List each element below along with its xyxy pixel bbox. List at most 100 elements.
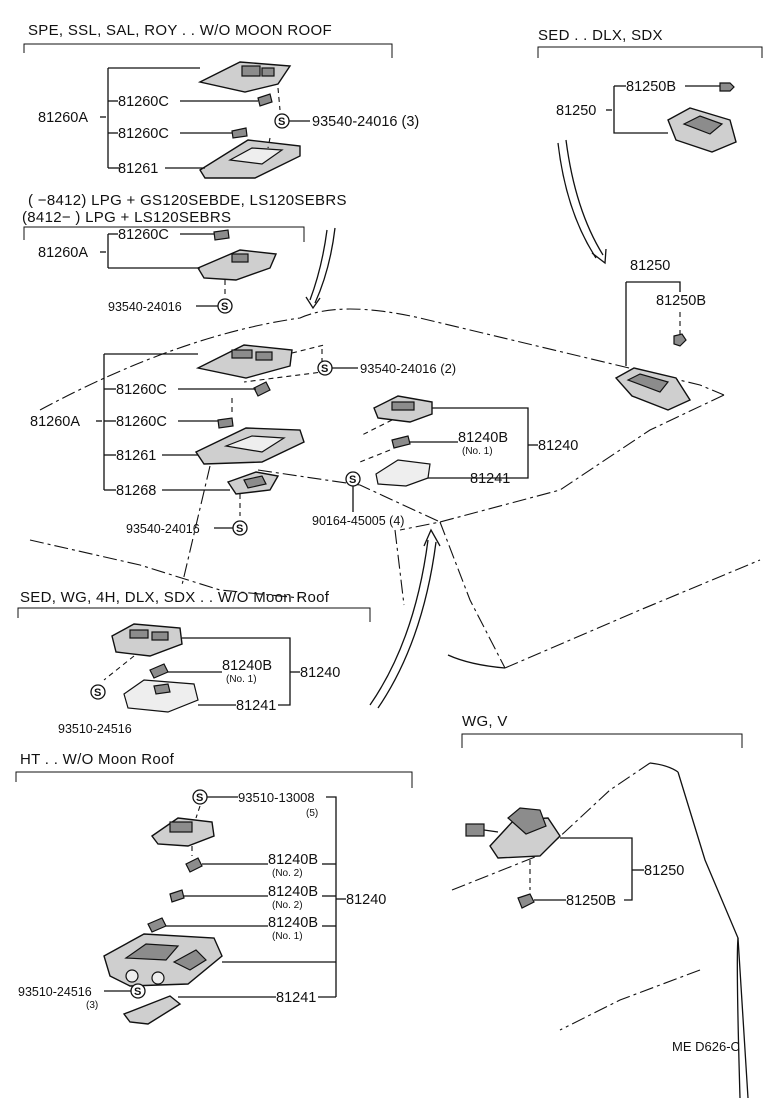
label-93540-24016: 93540-24016	[126, 522, 200, 536]
label-81240B: 81240B	[268, 884, 318, 900]
bulb-81250B	[517, 893, 535, 909]
label-81240B: 81240B	[268, 852, 318, 868]
label-90164-45005-4: 90164-45005 (4)	[312, 514, 404, 528]
svg-text:S: S	[221, 301, 228, 313]
label-81240B: 81240B	[222, 658, 272, 674]
lens-81241	[123, 679, 199, 713]
screw-symbol: S	[317, 360, 333, 376]
section-81260A-roof: 81260A 81260C 81260C 81261 81268 S 93540…	[30, 344, 456, 586]
svg-text:S: S	[321, 363, 328, 375]
label-81260C: 81260C	[118, 126, 169, 142]
svg-text:S: S	[134, 986, 141, 998]
label-81240: 81240	[538, 438, 578, 454]
label-81260A: 81260A	[38, 110, 88, 126]
label-93540-24016-2: 93540-24016 (2)	[360, 361, 456, 376]
section-lpg: ( −8412) LPG + GS120SEBDE, LS120SEBRS (8…	[22, 192, 347, 314]
bulb-81240B-no2-b	[169, 889, 185, 903]
section-spe: SPE, SSL, SAL, ROY . . W/O MOON ROOF 812…	[23, 22, 419, 179]
diagram-code: ME D626-C	[672, 1039, 740, 1054]
lens-81241	[375, 459, 431, 487]
lens-81241	[122, 995, 182, 1025]
label-no2: (No. 2)	[272, 868, 303, 879]
svg-text:S: S	[349, 474, 356, 486]
svg-text:S: S	[278, 116, 285, 128]
section-wg-v: WG, V 81250 81250B	[461, 713, 743, 909]
section-sed-dlx: SED . . DLX, SDX 81250B 81250	[537, 27, 763, 153]
label-81240B: 81240B	[458, 430, 508, 446]
bulb-81250B	[719, 82, 735, 92]
roof-outline	[29, 308, 761, 669]
label-93510-24516: 93510-24516	[58, 722, 132, 736]
label-81250B: 81250B	[656, 293, 706, 309]
label-81250: 81250	[556, 103, 596, 119]
wagon-roof-outline	[451, 762, 749, 1098]
label-81241: 81241	[236, 698, 276, 714]
label-93540-24016: 93540-24016	[108, 300, 182, 314]
bulb-81240B-no1	[147, 917, 167, 933]
screw-symbol: S	[217, 298, 233, 314]
bracket-detail	[241, 65, 261, 77]
header-wg-v: WG, V	[462, 713, 508, 730]
label-81268: 81268	[116, 483, 156, 499]
label-81260C: 81260C	[116, 382, 167, 398]
bulb-81240B	[149, 663, 169, 679]
label-81241: 81241	[276, 990, 316, 1006]
bulb-81260C-a	[253, 381, 271, 397]
label-qty-3: (3)	[86, 1000, 98, 1011]
bulb-81260C	[213, 229, 230, 241]
screw-symbol: S	[274, 113, 290, 129]
header-lpg-1: ( −8412) LPG + GS120SEBDE, LS120SEBRS	[28, 192, 347, 209]
screw-symbol: S	[192, 789, 208, 805]
pointer-arrows	[305, 139, 607, 709]
label-93510-13008: 93510-13008	[238, 790, 315, 805]
label-no2: (No. 2)	[272, 900, 303, 911]
connector	[465, 823, 485, 837]
svg-text:S: S	[236, 523, 243, 535]
label-81260A: 81260A	[38, 245, 88, 261]
bulb-81260C-a	[257, 93, 273, 107]
section-81240-roof: 81240B (No. 1) 81240 81241 S 90164-45005…	[312, 395, 578, 528]
label-93540-24016-3: 93540-24016 (3)	[312, 114, 419, 130]
label-no1: (No. 1)	[462, 446, 493, 457]
bulb-81250B	[673, 333, 687, 347]
lamp-housing-81240	[111, 623, 183, 657]
label-81250: 81250	[630, 258, 670, 274]
screw-symbol: S	[232, 520, 248, 536]
label-81240: 81240	[346, 892, 386, 908]
section-sed-wg: SED, WG, 4H, DLX, SDX . . W/O Moon Roof …	[17, 589, 371, 736]
label-qty-5: (5)	[306, 808, 318, 819]
label-81250: 81250	[644, 863, 684, 879]
bulb-81240B	[391, 435, 411, 449]
label-81261: 81261	[116, 448, 156, 464]
label-81260C: 81260C	[116, 414, 167, 430]
header-ht: HT . . W/O Moon Roof	[20, 751, 175, 768]
label-81250B: 81250B	[566, 893, 616, 909]
screw-symbol: S	[90, 684, 106, 700]
svg-text:S: S	[196, 792, 203, 804]
label-81240B: 81240B	[268, 915, 318, 931]
bulb-81260C-b	[231, 127, 248, 139]
bulb-81260C-b	[217, 417, 234, 429]
label-81240: 81240	[300, 665, 340, 681]
label-no1: (No. 1)	[226, 674, 257, 685]
lamp-81260A	[196, 249, 278, 281]
header-sed-dlx: SED . . DLX, SDX	[538, 27, 663, 44]
screw-symbol: S	[130, 983, 146, 999]
header-spe: SPE, SSL, SAL, ROY . . W/O MOON ROOF	[28, 22, 332, 39]
label-81260C: 81260C	[118, 94, 169, 110]
label-81260A: 81260A	[30, 414, 80, 430]
label-81250B: 81250B	[626, 79, 676, 95]
section-ht: HT . . W/O Moon Roof S 93510-13008 (5) 8…	[15, 751, 413, 1025]
label-81260C: 81260C	[118, 227, 169, 243]
label-93510-24516: 93510-24516	[18, 985, 92, 999]
svg-text:S: S	[94, 687, 101, 699]
header-sed-wg: SED, WG, 4H, DLX, SDX . . W/O Moon Roof	[20, 589, 330, 606]
label-no1: (No. 1)	[272, 931, 303, 942]
label-81261: 81261	[118, 161, 158, 177]
bulb-81240B-no2	[185, 857, 203, 873]
label-81241: 81241	[470, 471, 510, 487]
section-81250-roof: 81250 81250B	[614, 258, 706, 411]
screw-symbol: S	[345, 471, 361, 487]
header-lpg-2: (8412− ) LPG + LS120SEBRS	[22, 209, 231, 226]
